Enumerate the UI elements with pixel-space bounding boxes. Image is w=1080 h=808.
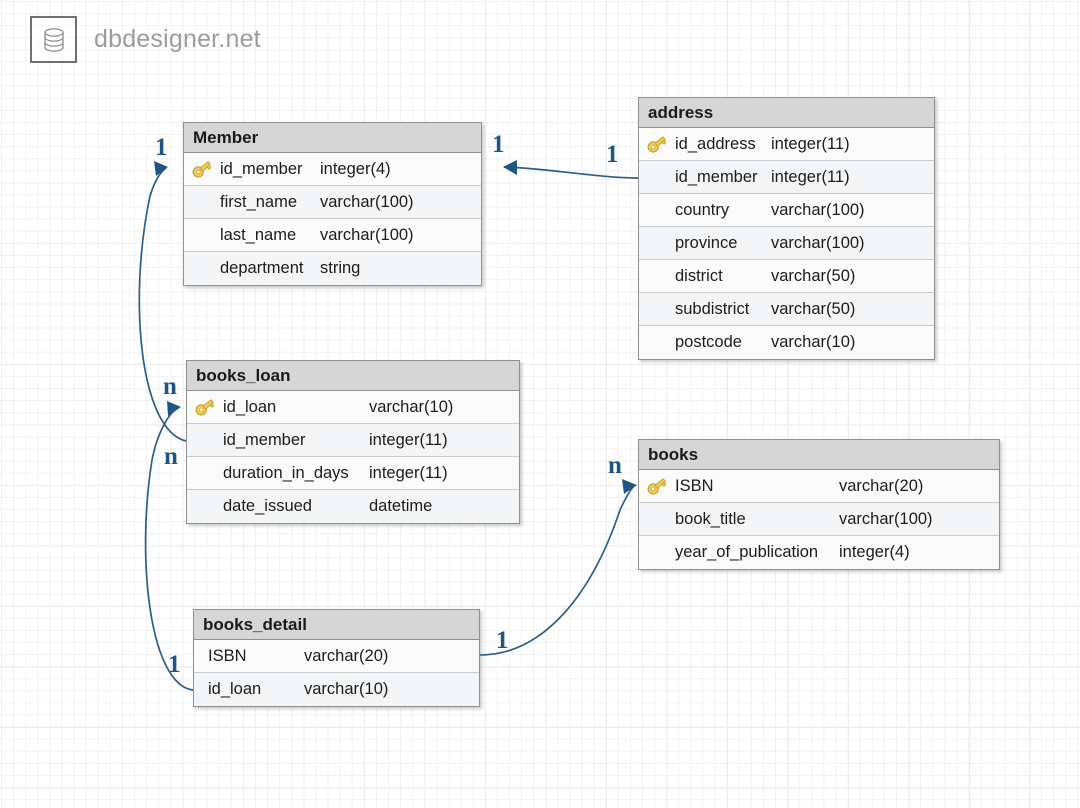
column-type: integer(4)	[839, 543, 910, 561]
column-name: id_member	[220, 159, 303, 178]
column-name: book_title	[675, 509, 746, 528]
database-icon	[30, 16, 77, 63]
primary-key-icon	[194, 398, 216, 416]
column-type: datetime	[369, 497, 433, 515]
column-type: varchar(10)	[369, 397, 454, 416]
column-type: varchar(20)	[304, 646, 389, 665]
column-type: varchar(50)	[771, 299, 856, 318]
column-type: varchar(10)	[771, 333, 856, 351]
column-name: duration_in_days	[223, 463, 349, 482]
column-name: id_loan	[223, 397, 277, 416]
table-header-books_loan[interactable]: books_loan	[187, 361, 519, 391]
column-type: varchar(100)	[320, 225, 414, 244]
cardinality-label: 1	[606, 141, 619, 168]
key-cell	[191, 398, 219, 416]
table-title: Member	[193, 127, 259, 147]
table-row[interactable]: id_member integer(4)	[184, 153, 481, 186]
table-row[interactable]: first_name varchar(100)	[184, 186, 481, 219]
key-cell	[643, 477, 671, 495]
table-row[interactable]: subdistrict varchar(50)	[639, 293, 934, 326]
table-row[interactable]: ISBN varchar(20)	[194, 640, 479, 673]
column-name: ISBN	[208, 646, 247, 665]
cardinality-label: 1	[496, 627, 509, 654]
column-name: postcode	[675, 333, 742, 351]
cardinality-label: 1	[168, 651, 181, 678]
primary-key-icon	[191, 160, 213, 178]
column-name: subdistrict	[675, 299, 750, 318]
cardinality-label: 1	[492, 131, 505, 158]
table-header-books[interactable]: books	[639, 440, 999, 470]
table-row[interactable]: postcode varchar(10)	[639, 326, 934, 359]
table-header-member[interactable]: Member	[184, 123, 481, 153]
column-name: id_member	[223, 430, 306, 449]
table-title: address	[648, 102, 714, 122]
table-row[interactable]: year_of_publication integer(4)	[639, 536, 999, 569]
table-header-address[interactable]: address	[639, 98, 934, 128]
table-row[interactable]: id_loan varchar(10)	[187, 391, 519, 424]
brand-logo: dbdesigner.net	[30, 16, 261, 63]
column-name: last_name	[220, 225, 297, 244]
table-row[interactable]: id_member integer(11)	[187, 424, 519, 457]
column-name: district	[675, 266, 723, 285]
brand-name: dbdesigner.net	[94, 25, 261, 53]
table-row[interactable]: district varchar(50)	[639, 260, 934, 293]
column-name: ISBN	[675, 476, 714, 495]
column-type: integer(11)	[369, 463, 448, 482]
column-name: first_name	[220, 192, 298, 211]
column-type: varchar(20)	[839, 476, 924, 495]
primary-key-icon	[646, 477, 668, 495]
column-name: country	[675, 200, 730, 219]
table-row[interactable]: ISBN varchar(20)	[639, 470, 999, 503]
column-type: varchar(100)	[320, 192, 414, 211]
key-cell	[643, 135, 671, 153]
column-name: date_issued	[223, 497, 312, 515]
column-type: integer(11)	[771, 167, 850, 186]
column-type: string	[320, 259, 361, 277]
column-type: varchar(100)	[771, 233, 865, 252]
column-type: integer(11)	[369, 430, 448, 449]
table-title: books_detail	[203, 614, 307, 634]
table-header-books_detail[interactable]: books_detail	[194, 610, 479, 640]
table-row[interactable]: last_name varchar(100)	[184, 219, 481, 252]
cardinality-label: n	[608, 452, 622, 479]
table-row[interactable]: duration_in_days integer(11)	[187, 457, 519, 490]
column-type: varchar(100)	[771, 200, 865, 219]
column-name: id_member	[675, 167, 758, 186]
column-name: id_address	[675, 134, 756, 153]
table-row[interactable]: id_member integer(11)	[639, 161, 934, 194]
column-name: year_of_publication	[675, 543, 819, 561]
column-type: varchar(10)	[304, 680, 389, 698]
table-row[interactable]: id_loan varchar(10)	[194, 673, 479, 706]
table-row[interactable]: department string	[184, 252, 481, 285]
column-type: integer(11)	[771, 134, 850, 153]
column-type: integer(4)	[320, 159, 391, 178]
column-name: id_loan	[208, 680, 262, 698]
table-row[interactable]: country varchar(100)	[639, 194, 934, 227]
cardinality-label: n	[163, 373, 177, 400]
column-type: varchar(50)	[771, 266, 856, 285]
primary-key-icon	[646, 135, 668, 153]
table-title: books_loan	[196, 365, 291, 385]
cardinality-label: 1	[155, 134, 168, 161]
column-type: varchar(100)	[839, 509, 933, 528]
table-row[interactable]: province varchar(100)	[639, 227, 934, 260]
db-table-address[interactable]: address id_address integer(11) id_member int…	[638, 97, 935, 360]
column-name: province	[675, 233, 738, 252]
table-row[interactable]: book_title varchar(100)	[639, 503, 999, 536]
key-cell	[188, 160, 216, 178]
column-name: department	[220, 259, 304, 277]
table-row[interactable]: date_issued datetime	[187, 490, 519, 523]
table-title: books	[648, 444, 699, 464]
table-row[interactable]: id_address integer(11)	[639, 128, 934, 161]
cardinality-label: n	[164, 443, 178, 470]
